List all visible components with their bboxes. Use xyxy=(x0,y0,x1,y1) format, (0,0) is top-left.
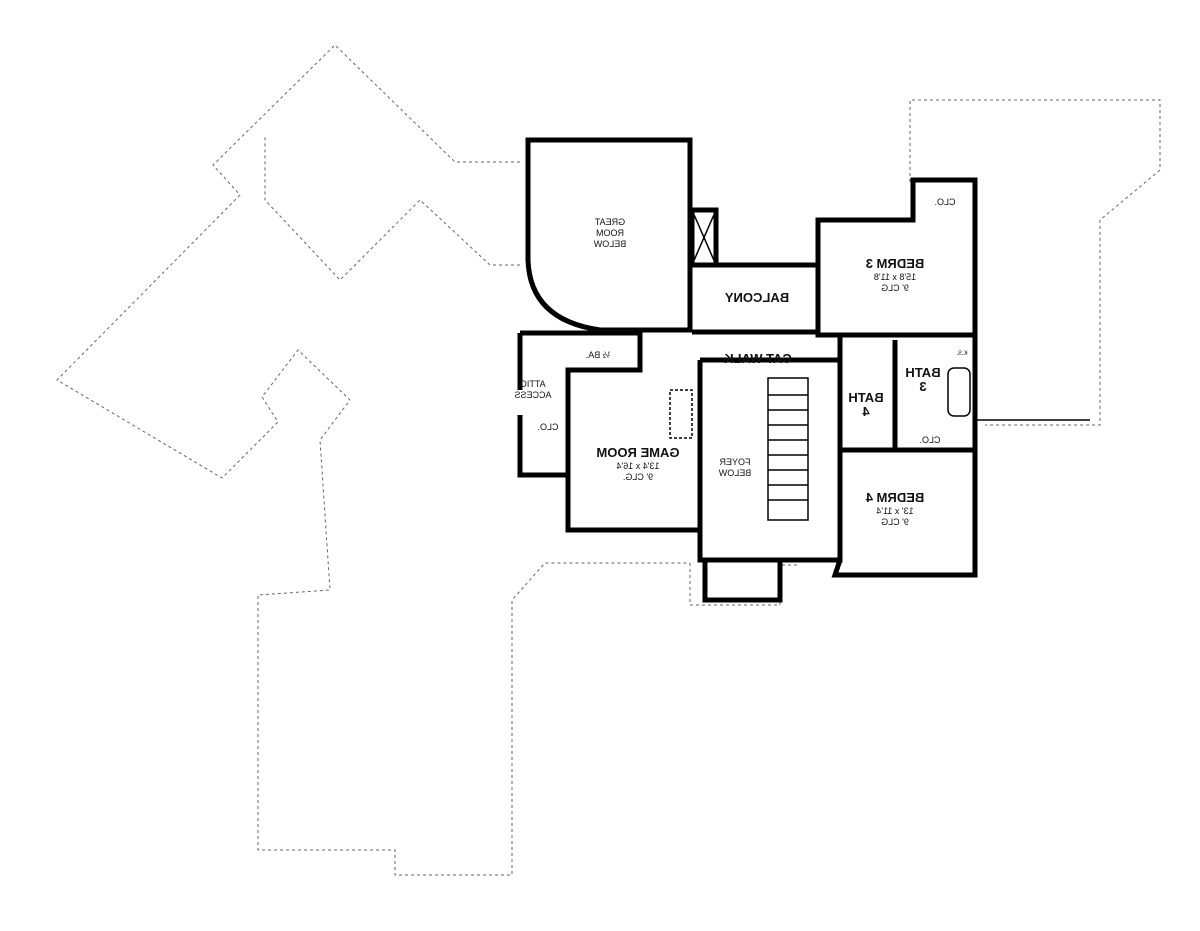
balcony-label: BALCONY xyxy=(725,290,790,305)
bedrm4-name: BEDRM 4 xyxy=(865,490,924,505)
walls xyxy=(517,137,1090,603)
foyer-label-2: BELOW xyxy=(718,468,751,478)
bedrm3-name: BEDRM 3 xyxy=(866,256,925,271)
attic-label-1: ATTIC xyxy=(520,379,546,389)
staircase xyxy=(767,377,809,521)
bath3-label: BATH xyxy=(905,365,940,380)
bedrm4-size: 13' x 11'4 xyxy=(876,506,913,516)
cat-walk-label: CAT WALK xyxy=(724,351,792,366)
game-room-name: GAME ROOM xyxy=(596,445,679,460)
great-room-label-3: BELOW xyxy=(593,239,626,249)
roof-outline xyxy=(56,44,1161,876)
bedrm3-size: 15'8 x 11'8 xyxy=(874,272,916,282)
bath4-number: 4 xyxy=(862,404,870,419)
bedrm4-ceiling: 9' CLG xyxy=(881,517,909,527)
ks-label: K.S. xyxy=(956,351,968,357)
great-room-label-1: GREAT xyxy=(594,217,625,227)
great-room-label-2: ROOM xyxy=(596,228,624,238)
game-room-size: 13'4 x 16'4 xyxy=(617,461,660,471)
half-bath-label: ½ BA. xyxy=(586,350,611,360)
foyer-label-1: FOYER xyxy=(719,457,751,467)
bath4-label: BATH xyxy=(848,390,883,405)
bedrm3-closet-label: CLO. xyxy=(934,197,955,207)
room-labels: GREAT ROOM BELOW BALCONY CAT WALK BEDRM … xyxy=(514,197,967,527)
attic-label-2: ACCESS xyxy=(514,390,551,400)
bedrm3-ceiling: 9' CLG xyxy=(881,283,909,293)
attic-closet-label: CLO. xyxy=(537,422,558,432)
bath-closet-label: CLO. xyxy=(919,435,940,445)
bath3-number: 3 xyxy=(919,379,926,394)
game-room-ceiling: 9' CLG. xyxy=(623,472,653,482)
